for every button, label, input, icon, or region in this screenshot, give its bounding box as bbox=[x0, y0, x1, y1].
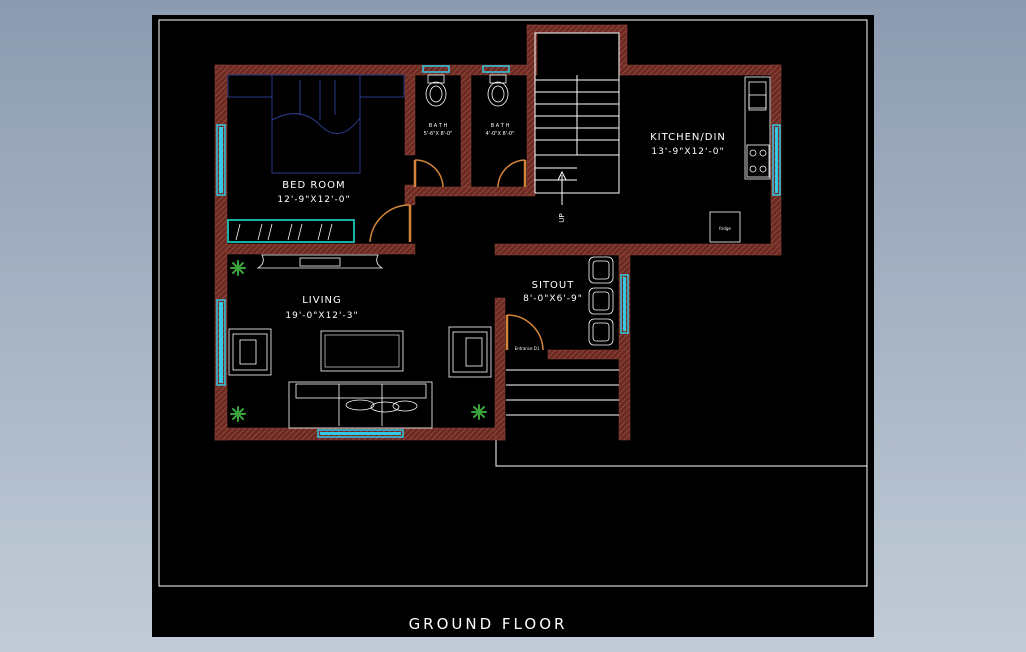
coffee-table bbox=[320, 330, 404, 372]
room-size-bath-2: 4'-0"X 8'-0" bbox=[486, 131, 515, 137]
room-name-sitout: SITOUT bbox=[532, 280, 575, 291]
sofa-icon bbox=[288, 381, 433, 429]
bed-icon bbox=[227, 74, 405, 174]
coffee-table-top bbox=[324, 334, 400, 368]
stove-icon bbox=[746, 144, 770, 178]
room-name-bedroom: BED ROOM bbox=[282, 180, 345, 191]
room-size-sitout: 8'-0"X6'-9" bbox=[523, 294, 583, 304]
room-size-kitchen: 13'-9"X12'-0" bbox=[651, 147, 724, 157]
drawing-title: GROUND FLOOR bbox=[409, 615, 568, 633]
room-name-bath-2: B A T H bbox=[491, 123, 510, 129]
armchair-icon bbox=[228, 328, 272, 376]
windows bbox=[216, 65, 781, 438]
room-size-living: 19'-0"X12'-3" bbox=[285, 311, 358, 321]
stair-up-label: UP bbox=[558, 213, 566, 222]
tv-unit bbox=[256, 254, 384, 269]
room-name-bath-1: B A T H bbox=[429, 123, 448, 129]
toilet-icon bbox=[425, 74, 447, 107]
sitout-chairs bbox=[588, 256, 614, 346]
staircase bbox=[506, 32, 620, 416]
plot-boundary-line bbox=[495, 440, 867, 467]
room-size-bath-1: 5'-6"X 8'-0" bbox=[424, 131, 453, 137]
armchair-icon bbox=[448, 326, 492, 378]
entrance-label: Entrance D1 bbox=[515, 346, 540, 351]
wardrobe bbox=[227, 219, 355, 243]
room-name-living: LIVING bbox=[302, 295, 342, 306]
fridge-label: fridge bbox=[719, 226, 731, 231]
room-size-bedroom: 12'-9"X12'-0" bbox=[277, 195, 350, 205]
doors bbox=[369, 159, 544, 351]
fridge bbox=[709, 211, 741, 243]
room-name-kitchen: KITCHEN/DIN bbox=[650, 132, 726, 143]
sheet-border bbox=[158, 19, 868, 587]
toilet-icon bbox=[487, 74, 509, 107]
kitchen-counter bbox=[709, 76, 771, 243]
plant-icon bbox=[230, 260, 487, 422]
